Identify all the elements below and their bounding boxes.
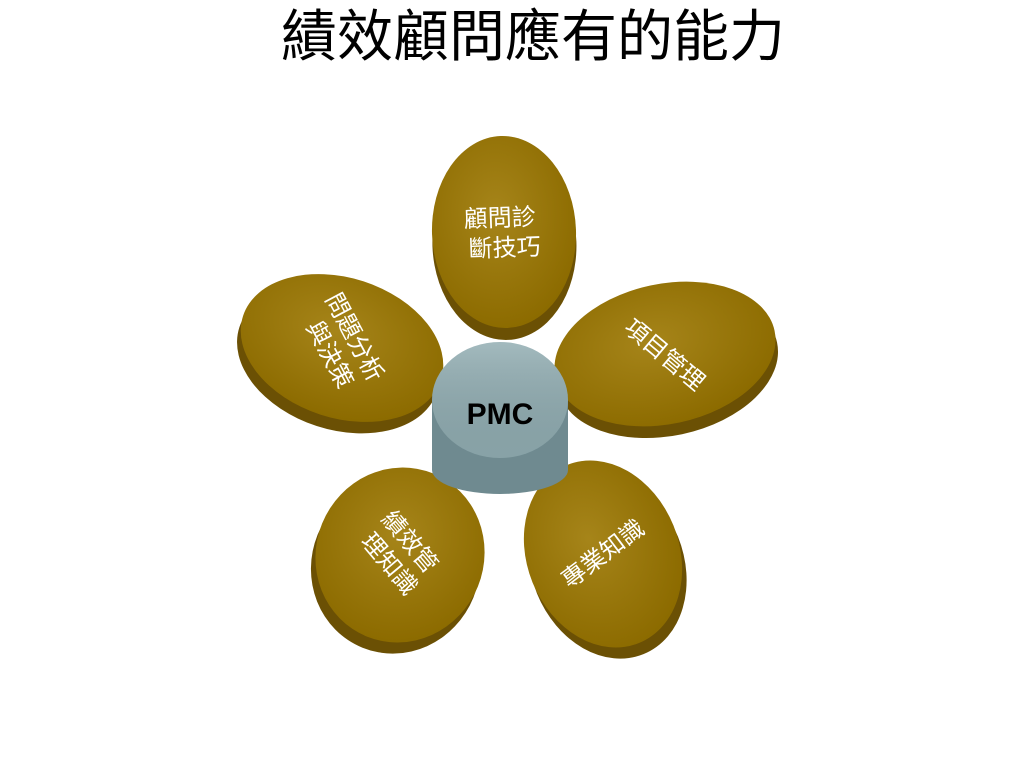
center-bottom: [432, 446, 568, 494]
center-hub: PMC: [432, 342, 568, 494]
petal-performance-knowledge: 績效管 理知識: [310, 467, 485, 654]
petal-consulting-diagnosis: 顧問診 斷技巧: [431, 136, 577, 340]
petal-shade: [431, 136, 577, 328]
petal-label-line: 斷技巧: [468, 233, 541, 263]
petal-shade: [523, 460, 683, 648]
petal-shade: [240, 274, 444, 422]
petal-professional-knowledge: 專業知識: [523, 460, 687, 659]
petal-label-line: 顧問診: [463, 203, 536, 233]
center-label: PMC: [467, 398, 534, 431]
petal-problem-analysis: 問題分析 與決策: [237, 274, 444, 434]
petal-shade: [315, 467, 485, 643]
petal-label: 顧問診 斷技巧: [463, 203, 545, 264]
center-shade: [432, 342, 568, 458]
petal-project-management: 項目管理: [554, 281, 779, 439]
petal-shade: [554, 281, 776, 427]
slide-title: 績效顧問應有的能力: [281, 5, 785, 70]
